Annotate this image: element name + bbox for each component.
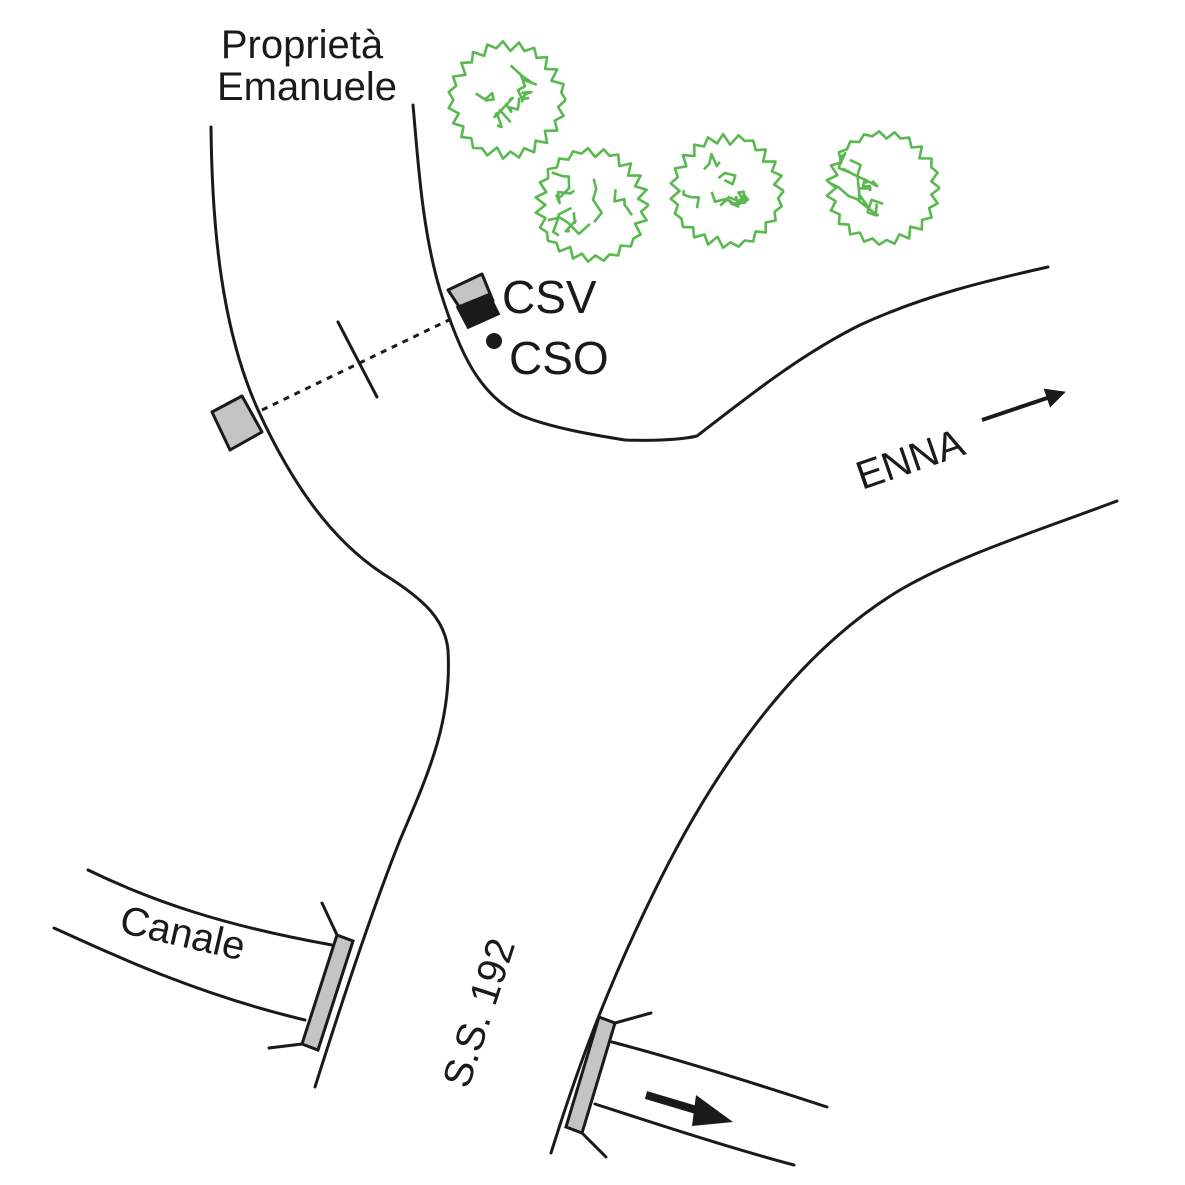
station-box-icon — [210, 394, 264, 452]
canal-lower-bank — [52, 926, 307, 1022]
property-left-boundary — [209, 125, 450, 1089]
road-ss192-label: S.S. 192 — [435, 933, 524, 1093]
canal-outflow-upper-bank — [610, 1040, 829, 1109]
tree-icon — [447, 40, 567, 160]
tree-icon — [825, 130, 941, 246]
property-label-line2: Emanuele — [217, 65, 397, 109]
connection-dotted-line — [261, 316, 454, 412]
left-culvert — [267, 901, 355, 1052]
flow-arrow-icon — [644, 1091, 733, 1126]
tree-icon — [669, 133, 785, 249]
direction-arrow-icon — [981, 388, 1066, 422]
property-label-line1: Proprietà — [221, 23, 384, 67]
ss192-east-edge — [549, 499, 1119, 1155]
enna-label: ENNA — [851, 421, 971, 499]
right-culvert — [564, 1011, 653, 1159]
tree-icon — [534, 147, 650, 263]
canal-outflow-lower-bank — [593, 1102, 796, 1167]
csv-station-icon — [446, 272, 501, 330]
barrier-mark — [336, 320, 379, 399]
cso-point-icon — [486, 333, 502, 349]
cso-label: CSO — [509, 332, 609, 384]
property-right-boundary — [411, 103, 1050, 442]
canal-upper-bank — [86, 868, 334, 947]
trees-group — [447, 40, 941, 263]
csv-label: CSV — [502, 271, 597, 323]
